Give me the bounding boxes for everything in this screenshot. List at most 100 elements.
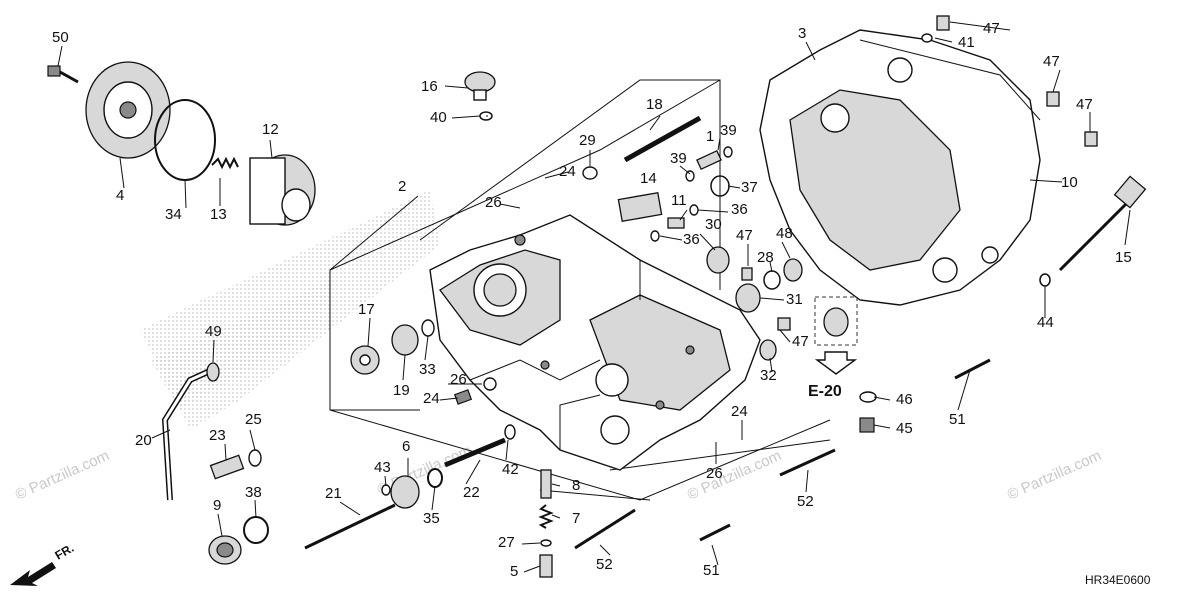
callout-13: 13 <box>210 206 227 223</box>
callout-42: 42 <box>502 461 519 478</box>
part-24-bolt <box>453 389 473 405</box>
leader-line <box>805 469 809 493</box>
part-44-o-ring <box>1039 273 1051 287</box>
part-11-collar <box>667 217 685 229</box>
part-15-dipstick <box>1058 175 1147 272</box>
part-19-bearing <box>391 324 419 356</box>
leader-line <box>224 443 227 461</box>
side-cover <box>759 29 1041 306</box>
callout-31: 31 <box>786 291 803 308</box>
callout-52a: 52 <box>596 556 613 573</box>
callout-22: 22 <box>463 484 480 501</box>
part-29-washer <box>582 166 598 180</box>
leader-line <box>402 354 406 381</box>
callout-2: 2 <box>398 178 406 195</box>
part-46-washer <box>859 391 877 403</box>
leader-line <box>249 429 256 451</box>
part-14-plate <box>617 191 663 223</box>
e20-reference: E-20 <box>808 296 858 400</box>
callout-16: 16 <box>421 78 438 95</box>
callout-24c: 24 <box>731 403 748 420</box>
callout-36a: 36 <box>731 201 748 218</box>
callout-51b: 51 <box>703 562 720 579</box>
leader-line <box>119 157 125 189</box>
leader-line <box>367 317 371 347</box>
leader-line <box>544 171 569 179</box>
leader-line <box>384 475 387 487</box>
callout-23: 23 <box>209 427 226 444</box>
callout-14: 14 <box>640 170 657 187</box>
part-25-washer <box>248 449 262 467</box>
leader-line <box>551 483 561 487</box>
callout-18: 18 <box>646 96 663 113</box>
part-42-washer <box>504 424 516 440</box>
part-9-plug <box>208 535 242 565</box>
leader-line <box>551 514 561 519</box>
callout-48: 48 <box>776 225 793 242</box>
part-32-collar <box>759 339 777 361</box>
part-47-dowels <box>741 15 1098 331</box>
callout-7: 7 <box>572 510 580 527</box>
leader-line <box>599 544 611 556</box>
part-38-o-ring <box>243 516 269 544</box>
callout-51a: 51 <box>949 411 966 428</box>
part-7-spring <box>538 504 554 529</box>
callout-46: 46 <box>896 391 913 408</box>
leader-line <box>697 209 729 213</box>
leader-line <box>217 513 223 537</box>
callout-44: 44 <box>1037 314 1054 331</box>
callout-17: 17 <box>358 301 375 318</box>
leader-line <box>151 429 171 439</box>
reference-label: E-20 <box>808 383 842 400</box>
part-6-seal <box>390 475 420 509</box>
leader-line <box>521 542 541 545</box>
leader-line <box>727 185 741 189</box>
part-50-bolt <box>47 65 79 84</box>
leader-line <box>431 485 436 511</box>
callout-27: 27 <box>498 534 515 551</box>
callout-47d: 47 <box>736 227 753 244</box>
leader-line <box>717 137 721 151</box>
watermarks: © Partzilla.com © Partzilla.com © Partzi… <box>13 442 1104 504</box>
callout-labels: 1 2 3 4 5 6 7 8 9 10 11 12 13 14 15 16 1… <box>52 20 1132 580</box>
leader-lines <box>57 21 1131 573</box>
callout-30: 30 <box>705 216 722 233</box>
leader-line <box>444 85 469 89</box>
watermark-left: © Partzilla.com <box>13 447 112 504</box>
leader-line <box>759 297 785 301</box>
leader-line <box>957 369 971 411</box>
callout-32: 32 <box>760 367 777 384</box>
callout-47a: 47 <box>983 20 1000 37</box>
part-52-bolts <box>574 448 836 550</box>
callout-11: 11 <box>671 192 687 209</box>
crankcase-housing <box>429 214 761 471</box>
assembly-frame <box>329 79 831 501</box>
leader-line <box>873 396 891 401</box>
leader-line <box>57 45 63 67</box>
part-28-shim <box>763 270 781 290</box>
callout-41: 41 <box>958 34 975 51</box>
leader-line <box>934 37 953 43</box>
part-48-seal <box>783 258 803 282</box>
part-8-pin <box>540 469 552 499</box>
callout-4: 4 <box>116 187 124 204</box>
part-16-cap <box>464 71 496 101</box>
part-30-bearing <box>706 246 730 274</box>
leader-line <box>339 501 361 516</box>
part-23-switch <box>209 454 245 480</box>
leader-line <box>769 357 773 373</box>
leader-line <box>949 21 1011 31</box>
callout-25: 25 <box>245 411 262 428</box>
callout-43: 43 <box>374 459 391 476</box>
part-34-o-ring <box>154 99 216 181</box>
callout-19: 19 <box>393 382 410 399</box>
callout-36b: 36 <box>683 231 700 248</box>
leader-line <box>1029 179 1063 183</box>
callout-6: 6 <box>402 438 410 455</box>
part-26-washer <box>483 377 497 391</box>
diagram-code: HR34E0600 <box>1085 573 1151 587</box>
part-4-filter-cover <box>85 61 171 159</box>
leader-line <box>699 233 716 251</box>
callout-49: 49 <box>205 323 222 340</box>
part-43-ring <box>381 484 391 496</box>
